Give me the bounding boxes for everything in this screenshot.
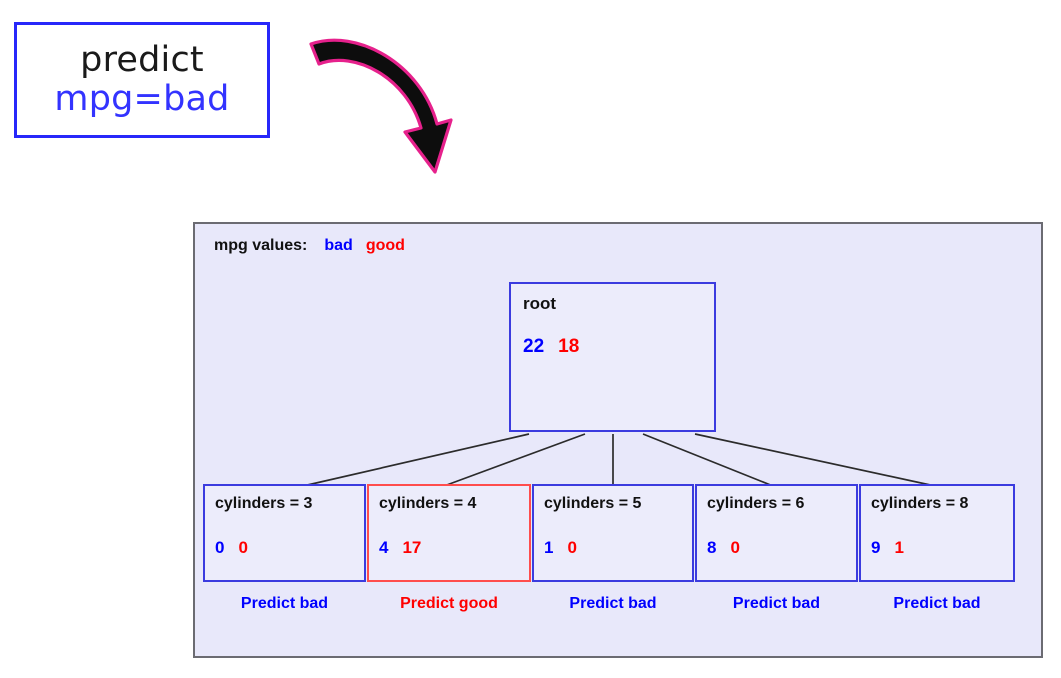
curved-arrow-svg (309, 38, 453, 174)
legend-good: good (365, 237, 405, 254)
tree-leaf-2-counts: 4 17 (379, 538, 421, 558)
tree-leaf-2[interactable]: cylinders = 4 4 17 Predict good (367, 484, 531, 644)
callout-line-mpg-bad: mpg=bad (54, 79, 230, 119)
tree-node-root[interactable]: root 22 18 (509, 282, 716, 432)
tree-leaf-4-count-good: 0 (730, 538, 740, 557)
link-root-to-leaf-5 (694, 433, 936, 487)
tree-leaf-3-title: cylinders = 5 (544, 495, 642, 512)
link-root-to-leaf-4 (642, 433, 774, 487)
tree-leaf-2-count-good: 17 (402, 538, 422, 557)
predict-callout-box: predict mpg=bad (14, 22, 270, 138)
tree-leaf-2-box[interactable]: cylinders = 4 4 17 (367, 484, 531, 582)
tree-leaf-3-count-good: 0 (567, 538, 577, 557)
tree-leaf-2-prediction: Predict good (400, 595, 498, 612)
tree-leaf-3-prediction: Predict bad (569, 595, 657, 612)
curved-arrow-shape (309, 38, 453, 174)
curved-arrow (295, 20, 485, 195)
tree-leaf-5-prediction: Predict bad (893, 595, 981, 612)
tree-leaf-2-count-bad: 4 (379, 538, 389, 557)
legend-bad: bad (324, 237, 353, 254)
root-node-title: root (523, 294, 557, 313)
tree-leaf-4-title: cylinders = 6 (707, 495, 805, 512)
tree-leaf-3-count-bad: 1 (544, 538, 554, 557)
tree-leaf-5-title: cylinders = 8 (871, 495, 969, 512)
tree-leaf-4-prediction: Predict bad (732, 595, 821, 612)
tree-leaf-2-title: cylinders = 4 (379, 495, 477, 512)
tree-leaf-5-count-bad: 9 (871, 538, 881, 557)
tree-leaf-1-prediction: Predict bad (240, 595, 329, 612)
tree-leaf-1-count-good: 0 (238, 538, 248, 557)
link-root-to-leaf-2 (443, 433, 586, 487)
callout-line-predict: predict (80, 39, 204, 80)
tree-leaf-4-count-bad: 8 (707, 538, 717, 557)
tree-leaf-1-count-bad: 0 (215, 538, 225, 557)
root-count-bad: 22 (523, 336, 545, 357)
tree-leaf-5-count-good: 1 (894, 538, 904, 557)
root-node-counts: 22 18 (523, 336, 579, 358)
tree-leaf-1-title: cylinders = 3 (215, 495, 313, 512)
link-root-to-leaf-1 (302, 433, 530, 487)
root-count-good: 18 (558, 336, 580, 357)
legend-label: mpg values: (214, 237, 308, 254)
tree-connector-lines (302, 433, 936, 487)
